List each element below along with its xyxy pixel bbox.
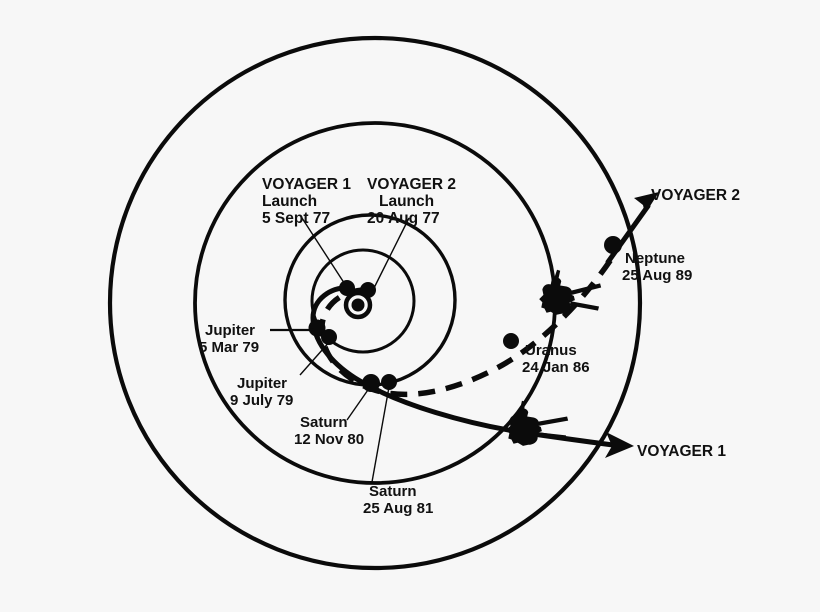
label-saturn-voyager-2-line2: 25 Aug 81 bbox=[363, 500, 433, 517]
label-voyager-2-launch-line3: 20 Aug 77 bbox=[367, 210, 440, 227]
orbit-circle-inner bbox=[310, 248, 416, 354]
spacecraft-boom-upper bbox=[537, 416, 569, 426]
node-saturn-voyager-2 bbox=[381, 374, 397, 390]
leader-lines bbox=[270, 217, 410, 483]
spacecraft-boom-lower bbox=[569, 301, 600, 311]
label-saturn-voyager-1: Saturn 12 Nov 80 bbox=[294, 414, 364, 448]
sun-core bbox=[351, 298, 365, 312]
label-jupiter-voyager-1: Jupiter 5 Mar 79 bbox=[199, 322, 259, 356]
spacecraft-boom-upper bbox=[570, 283, 602, 295]
spacecraft-body bbox=[506, 408, 542, 446]
voyager-2-arrow-head-icon bbox=[634, 192, 659, 214]
label-voyager-2-launch-line2: Launch bbox=[379, 193, 434, 210]
label-jupiter-voyager-2-line1: Jupiter bbox=[237, 375, 287, 392]
label-voyager-1-launch-line1: VOYAGER 1 bbox=[262, 176, 351, 193]
label-neptune-voyager-2-line1: Neptune bbox=[625, 250, 685, 267]
label-neptune-voyager-2: Neptune 25 Aug 89 bbox=[622, 250, 692, 284]
label-saturn-voyager-2-line1: Saturn bbox=[369, 483, 417, 500]
label-jupiter-voyager-2-line2: 9 July 79 bbox=[230, 392, 293, 409]
spacecraft-voyager-1-icon bbox=[506, 400, 569, 446]
node-uranus-voyager-2 bbox=[503, 333, 519, 349]
spacecraft-boom-lower bbox=[536, 432, 567, 440]
label-voyager-1-launch-line2: Launch bbox=[262, 193, 317, 210]
label-jupiter-voyager-2: Jupiter 9 July 79 bbox=[230, 375, 293, 409]
leader-saturn-voyager-2 bbox=[371, 386, 390, 483]
voyager-2-path bbox=[319, 256, 615, 398]
label-uranus-voyager-2-line2: 24 Jan 86 bbox=[522, 359, 590, 376]
orbit-circle-outer bbox=[107, 35, 643, 571]
spacecraft-voyager-2-icon bbox=[539, 269, 602, 315]
label-uranus-voyager-2-line1: Uranus bbox=[525, 342, 577, 359]
label-saturn-voyager-1-line2: 12 Nov 80 bbox=[294, 431, 364, 448]
label-voyager-1-launch-line3: 5 Sept 77 bbox=[262, 210, 330, 227]
label-jupiter-voyager-1-line2: 5 Mar 79 bbox=[199, 339, 259, 356]
leader-voyager-2-launch bbox=[371, 217, 410, 293]
leader-jupiter-voyager-2 bbox=[299, 339, 332, 376]
text-labels: VOYAGER 1 Launch 5 Sept 77 VOYAGER 2 Lau… bbox=[199, 176, 740, 517]
spacecraft-antenna bbox=[519, 400, 526, 412]
spacecraft-antenna bbox=[553, 269, 561, 281]
label-neptune-voyager-2-line2: 25 Aug 89 bbox=[622, 267, 692, 284]
label-saturn-voyager-1-line1: Saturn bbox=[300, 414, 348, 431]
label-uranus-voyager-2: Uranus 24 Jan 86 bbox=[522, 342, 590, 376]
node-neptune-voyager-2 bbox=[604, 236, 622, 254]
node-jupiter-voyager-2 bbox=[321, 329, 337, 345]
label-voyager-2-launch: VOYAGER 2 Launch 20 Aug 77 bbox=[367, 176, 456, 227]
label-voyager-2-arrow: VOYAGER 2 bbox=[651, 187, 740, 204]
leader-voyager-1-launch bbox=[301, 217, 351, 293]
voyager-1-arrow-head-icon bbox=[605, 432, 634, 458]
label-jupiter-voyager-1-line1: Jupiter bbox=[205, 322, 255, 339]
node-jupiter-voyager-1 bbox=[308, 319, 326, 337]
node-saturn-voyager-1 bbox=[362, 374, 380, 392]
leader-saturn-voyager-1 bbox=[346, 386, 371, 421]
node-voyager-2-launch bbox=[360, 282, 376, 298]
label-voyager-1-arrow: VOYAGER 1 bbox=[637, 443, 726, 460]
label-voyager-1-launch: VOYAGER 1 Launch 5 Sept 77 bbox=[262, 176, 351, 227]
label-voyager-2-launch-line1: VOYAGER 2 bbox=[367, 176, 456, 193]
spacecraft-body bbox=[539, 277, 575, 315]
label-saturn-voyager-2: Saturn 25 Aug 81 bbox=[363, 483, 433, 517]
